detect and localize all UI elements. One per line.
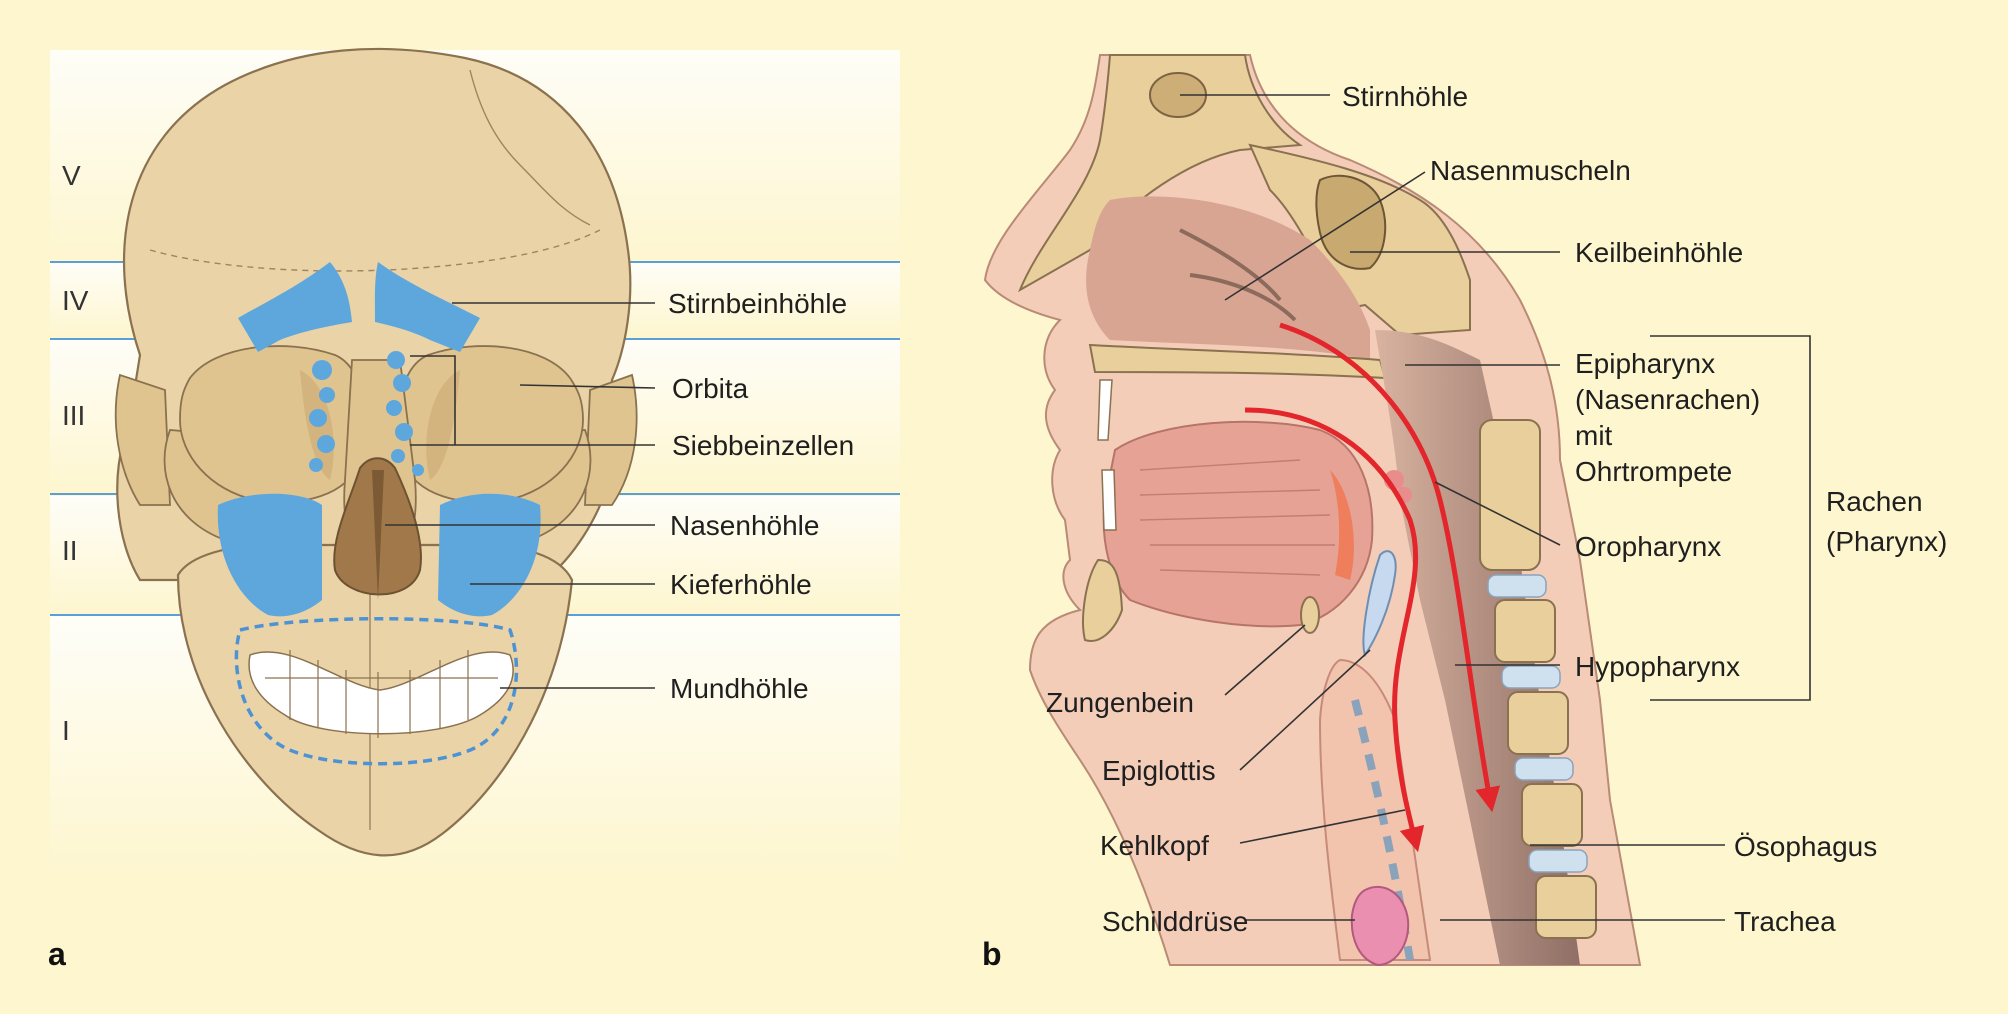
label-epipharynx-2: (Nasenrachen) — [1575, 384, 1760, 415]
spine — [1479, 419, 1597, 939]
leaders-a — [385, 302, 656, 689]
label-hypopharynx: Hypopharynx — [1575, 651, 1740, 682]
airflow-arrow-nasal — [1279, 322, 1501, 813]
zone-label-iii: III — [62, 400, 85, 431]
airflow-arrows — [1244, 322, 1501, 853]
label-siebbeinzellen: Siebbeinzellen — [672, 430, 854, 461]
epiglottis-shape — [1362, 550, 1397, 658]
label-stirnhoehle: Stirnhöhle — [1342, 81, 1468, 112]
label-rachen-1: Rachen — [1826, 486, 1923, 517]
airflow-arrow-oral — [1244, 407, 1425, 853]
panel-label-b: b — [982, 936, 1002, 972]
kieferhoehle-shape — [217, 493, 322, 617]
label-stirnbeinhoehle: Stirnbeinhöhle — [668, 288, 847, 319]
label-nasenhoehle: Nasenhöhle — [670, 510, 819, 541]
label-kieferhoehle: Kieferhöhle — [670, 569, 812, 600]
label-epipharynx-1: Epipharynx — [1575, 348, 1715, 379]
label-trachea: Trachea — [1734, 906, 1836, 937]
label-kehlkopf: Kehlkopf — [1100, 830, 1209, 861]
label-epipharynx-3: mit — [1575, 420, 1613, 451]
label-epipharynx-4: Ohrtrompete — [1575, 456, 1732, 487]
zone-label-v: V — [62, 160, 81, 191]
label-zungenbein: Zungenbein — [1046, 687, 1194, 718]
label-oropharynx: Oropharynx — [1575, 531, 1721, 562]
keilbeinhoehle-shape — [1315, 174, 1387, 270]
stirnbeinhoehle-shape — [238, 262, 352, 352]
schilddruese-shape — [1350, 885, 1410, 967]
skull-front-view — [114, 47, 638, 857]
label-schilddruese: Schilddrüse — [1102, 906, 1248, 937]
zone-label-iv: IV — [62, 285, 89, 316]
label-oesophagus: Ösophagus — [1734, 831, 1877, 862]
label-keilbeinhoehle: Keilbeinhöhle — [1575, 237, 1743, 268]
panel-label-a: a — [48, 936, 66, 972]
label-mundhoehle: Mundhöhle — [670, 673, 809, 704]
label-nasenmuscheln: Nasenmuscheln — [1430, 155, 1631, 186]
head-sagittal-section — [983, 54, 1642, 967]
panel-a: V IV III II I Stirnbeinhöhle Orbita Sieb… — [48, 47, 900, 972]
mundhoehle-outline — [234, 617, 519, 766]
label-epiglottis: Epiglottis — [1102, 755, 1216, 786]
tongue — [1102, 420, 1374, 628]
panel-b: Stirnhöhle Nasenmuscheln Keilbeinhöhle E… — [982, 54, 1947, 972]
label-orbita: Orbita — [672, 373, 749, 404]
zone-label-i: I — [62, 715, 70, 746]
zungenbein-shape — [1300, 596, 1320, 634]
leaders-b — [1180, 94, 1811, 921]
label-rachen-2: (Pharynx) — [1826, 526, 1947, 557]
zone-label-ii: II — [62, 535, 78, 566]
